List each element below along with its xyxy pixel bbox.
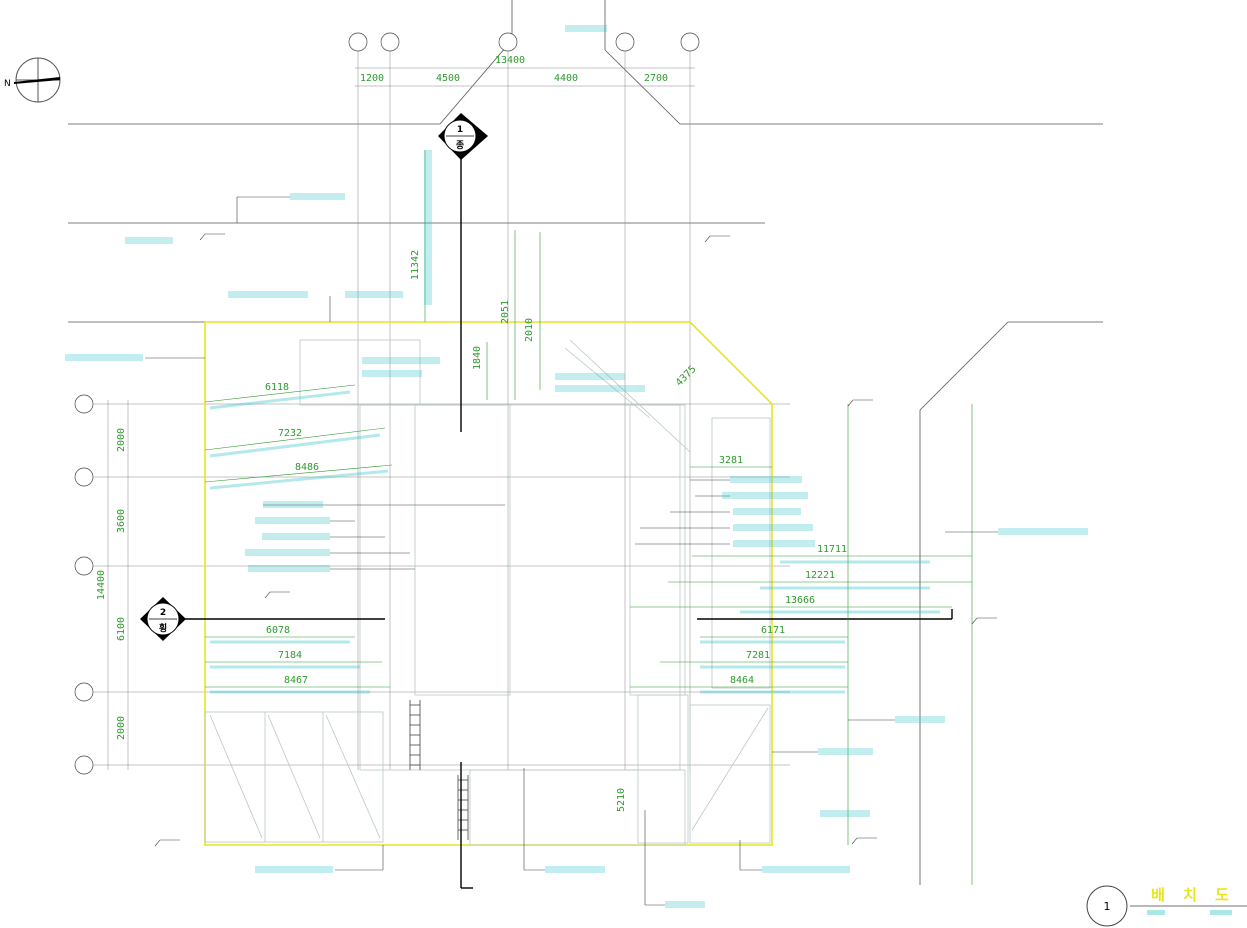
top-grid-axes: 13400 1200 4500 4400 2700: [348, 32, 700, 770]
section-cut-lines: [180, 152, 953, 889]
dim-left-seg-1: 2000: [116, 428, 127, 452]
drawing-title-block: 1 배 치 도: [1086, 885, 1247, 927]
dim-4375: 4375: [674, 364, 699, 389]
dim-7232: 7232: [278, 428, 302, 439]
dim-8467: 8467: [284, 675, 308, 686]
annotation-leaders: [145, 196, 998, 906]
dim-1840: 1840: [472, 346, 483, 370]
dim-11711: 11711: [817, 544, 847, 555]
section-marker-1-sub: 종: [456, 140, 464, 151]
level-markers: [154, 233, 997, 847]
left-side-dimensions: 6118 7232 8486 6078 7184 8467: [204, 382, 393, 694]
dim-8486: 8486: [295, 462, 319, 473]
svg-text:N: N: [4, 79, 11, 89]
dim-top-seg-4: 2700: [644, 73, 668, 84]
dim-2051: 2051: [500, 300, 511, 324]
right-side-dimensions: 3281 11711 12221 13666 6171 7281 8464: [630, 404, 973, 885]
drawing-title-char-1: 배: [1151, 886, 1165, 904]
inner-dimensions: 11342 2051 2010 1840 5210 4375: [410, 150, 699, 812]
drawing-title-char-3: 도: [1215, 886, 1229, 904]
section-marker-1-number: 1: [457, 125, 463, 135]
dim-7184: 7184: [278, 650, 302, 661]
left-grid-axes: 14400 2000 3600 6100 2000: [74, 394, 790, 775]
dim-top-seg-3: 4400: [554, 73, 578, 84]
dim-left-total: 14400: [96, 570, 107, 600]
dim-6118: 6118: [265, 382, 289, 393]
section-marker-2-number: 2: [160, 608, 166, 618]
section-marker-2-sub: 횡: [159, 622, 167, 634]
dim-left-seg-3: 6100: [116, 617, 127, 641]
dim-5210: 5210: [616, 788, 627, 812]
dim-2010: 2010: [524, 318, 535, 342]
north-arrow-icon: N: [4, 57, 61, 103]
dim-6078: 6078: [266, 625, 290, 636]
dim-top-seg-2: 4500: [436, 73, 460, 84]
dim-8464: 8464: [730, 675, 754, 686]
dim-3281: 3281: [719, 455, 743, 466]
drawing-title-number: 1: [1104, 900, 1111, 913]
dim-11342: 11342: [410, 250, 421, 280]
dim-12221: 12221: [805, 570, 835, 581]
dim-13666: 13666: [785, 595, 815, 606]
section-marker-1: 1 종: [438, 113, 488, 160]
stair-detail: [409, 700, 469, 840]
dim-top-total: 13400: [495, 55, 525, 66]
faint-note-bars: [65, 25, 1088, 908]
drawing-title-char-2: 치: [1183, 886, 1197, 904]
dim-6171: 6171: [761, 625, 785, 636]
building-structure: [204, 339, 771, 846]
road-lines: [68, 0, 1103, 885]
dim-left-seg-4: 2000: [116, 716, 127, 740]
section-marker-2: 2 횡: [140, 597, 186, 641]
dim-left-seg-2: 3600: [116, 509, 127, 533]
dim-top-seg-1: 1200: [360, 73, 384, 84]
dim-7281: 7281: [746, 650, 770, 661]
